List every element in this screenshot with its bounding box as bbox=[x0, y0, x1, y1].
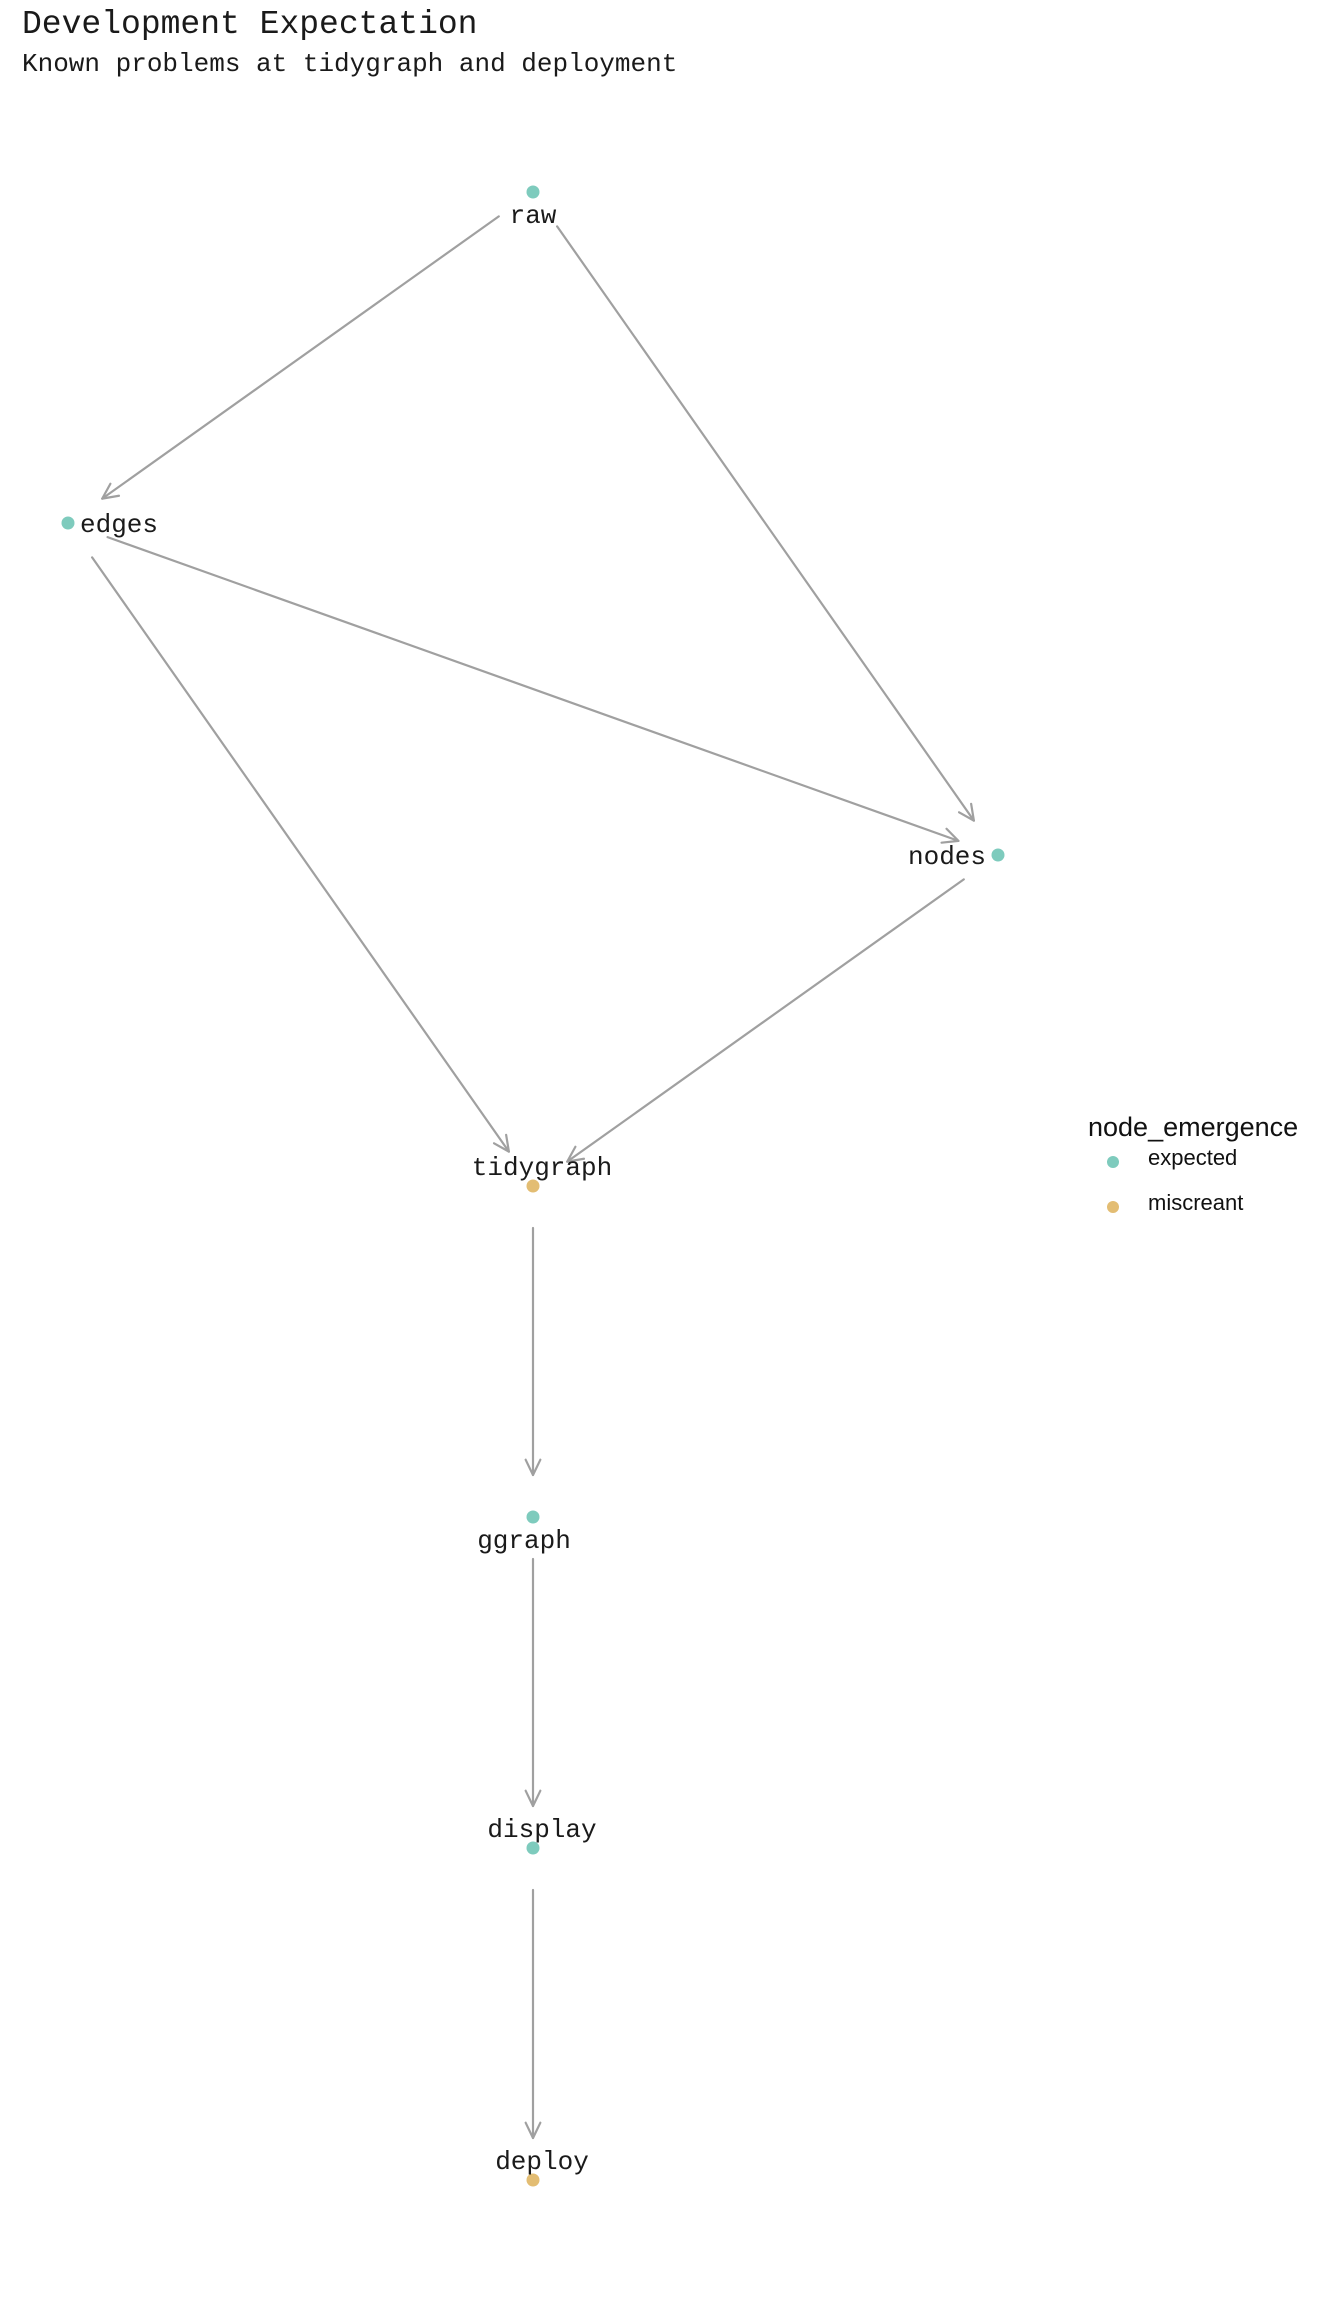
edge-line bbox=[91, 556, 510, 1153]
node-label-ggraph: ggraph bbox=[477, 1526, 571, 1556]
legend-key-expected bbox=[1107, 1156, 1119, 1168]
node-label-deploy: deploy bbox=[495, 2147, 589, 2177]
edge-raw-to-edges bbox=[101, 215, 500, 500]
legend-key-miscreant bbox=[1107, 1201, 1119, 1213]
edge-arrowhead bbox=[957, 802, 975, 822]
edge-line bbox=[101, 215, 500, 500]
node-ggraph: ggraph bbox=[477, 1510, 571, 1556]
node-nodes: nodes bbox=[908, 842, 1005, 872]
node-deploy: deploy bbox=[495, 2147, 589, 2187]
node-point-raw bbox=[526, 185, 540, 199]
chart-subtitle: Known problems at tidygraph and deployme… bbox=[22, 49, 678, 79]
edge-arrowhead bbox=[101, 482, 121, 500]
legend-title: node_emergence bbox=[1088, 1112, 1299, 1142]
node-label-tidygraph: tidygraph bbox=[472, 1153, 612, 1183]
edge-arrowhead bbox=[524, 1458, 542, 1477]
node-edges: edges bbox=[61, 510, 158, 540]
node-point-display bbox=[526, 1841, 540, 1855]
node-point-tidygraph bbox=[526, 1179, 540, 1193]
legend: node_emergence expected miscreant bbox=[1088, 1112, 1298, 1233]
edge-line bbox=[566, 878, 965, 1163]
edge-arrowhead bbox=[524, 2121, 542, 2140]
node-point-ggraph bbox=[526, 1510, 540, 1524]
edge-line bbox=[556, 225, 975, 822]
edge-arrowhead bbox=[524, 1789, 542, 1808]
node-tidygraph: tidygraph bbox=[472, 1153, 612, 1193]
legend-label-miscreant: miscreant bbox=[1148, 1190, 1244, 1215]
edge-raw-to-nodes bbox=[556, 225, 975, 822]
edge-nodes-to-tidygraph bbox=[566, 878, 965, 1163]
edge-tidygraph-to-ggraph bbox=[524, 1226, 542, 1477]
node-raw: raw bbox=[510, 185, 557, 231]
legend-label-expected: expected bbox=[1148, 1145, 1238, 1170]
edge-display-to-deploy bbox=[524, 1888, 542, 2140]
legend-item-miscreant: miscreant bbox=[1088, 1188, 1298, 1233]
node-label-edges: edges bbox=[80, 510, 158, 540]
chart-title: Development Expectation bbox=[22, 6, 478, 43]
node-label-nodes: nodes bbox=[908, 842, 986, 872]
node-display: display bbox=[487, 1815, 597, 1855]
edge-edges-to-tidygraph bbox=[91, 556, 510, 1153]
edge-arrowhead bbox=[492, 1133, 510, 1153]
node-point-deploy bbox=[526, 2173, 540, 2187]
node-label-raw: raw bbox=[510, 201, 557, 231]
legend-item-expected: expected bbox=[1088, 1143, 1298, 1188]
edge-edges-to-nodes bbox=[106, 536, 960, 844]
edge-ggraph-to-display bbox=[524, 1557, 542, 1808]
node-label-display: display bbox=[487, 1815, 596, 1845]
node-point-edges bbox=[61, 516, 75, 530]
edge-line bbox=[106, 536, 960, 842]
edge-arrowhead bbox=[940, 827, 960, 844]
node-point-nodes bbox=[991, 848, 1005, 862]
edge-arrowhead bbox=[566, 1145, 586, 1163]
